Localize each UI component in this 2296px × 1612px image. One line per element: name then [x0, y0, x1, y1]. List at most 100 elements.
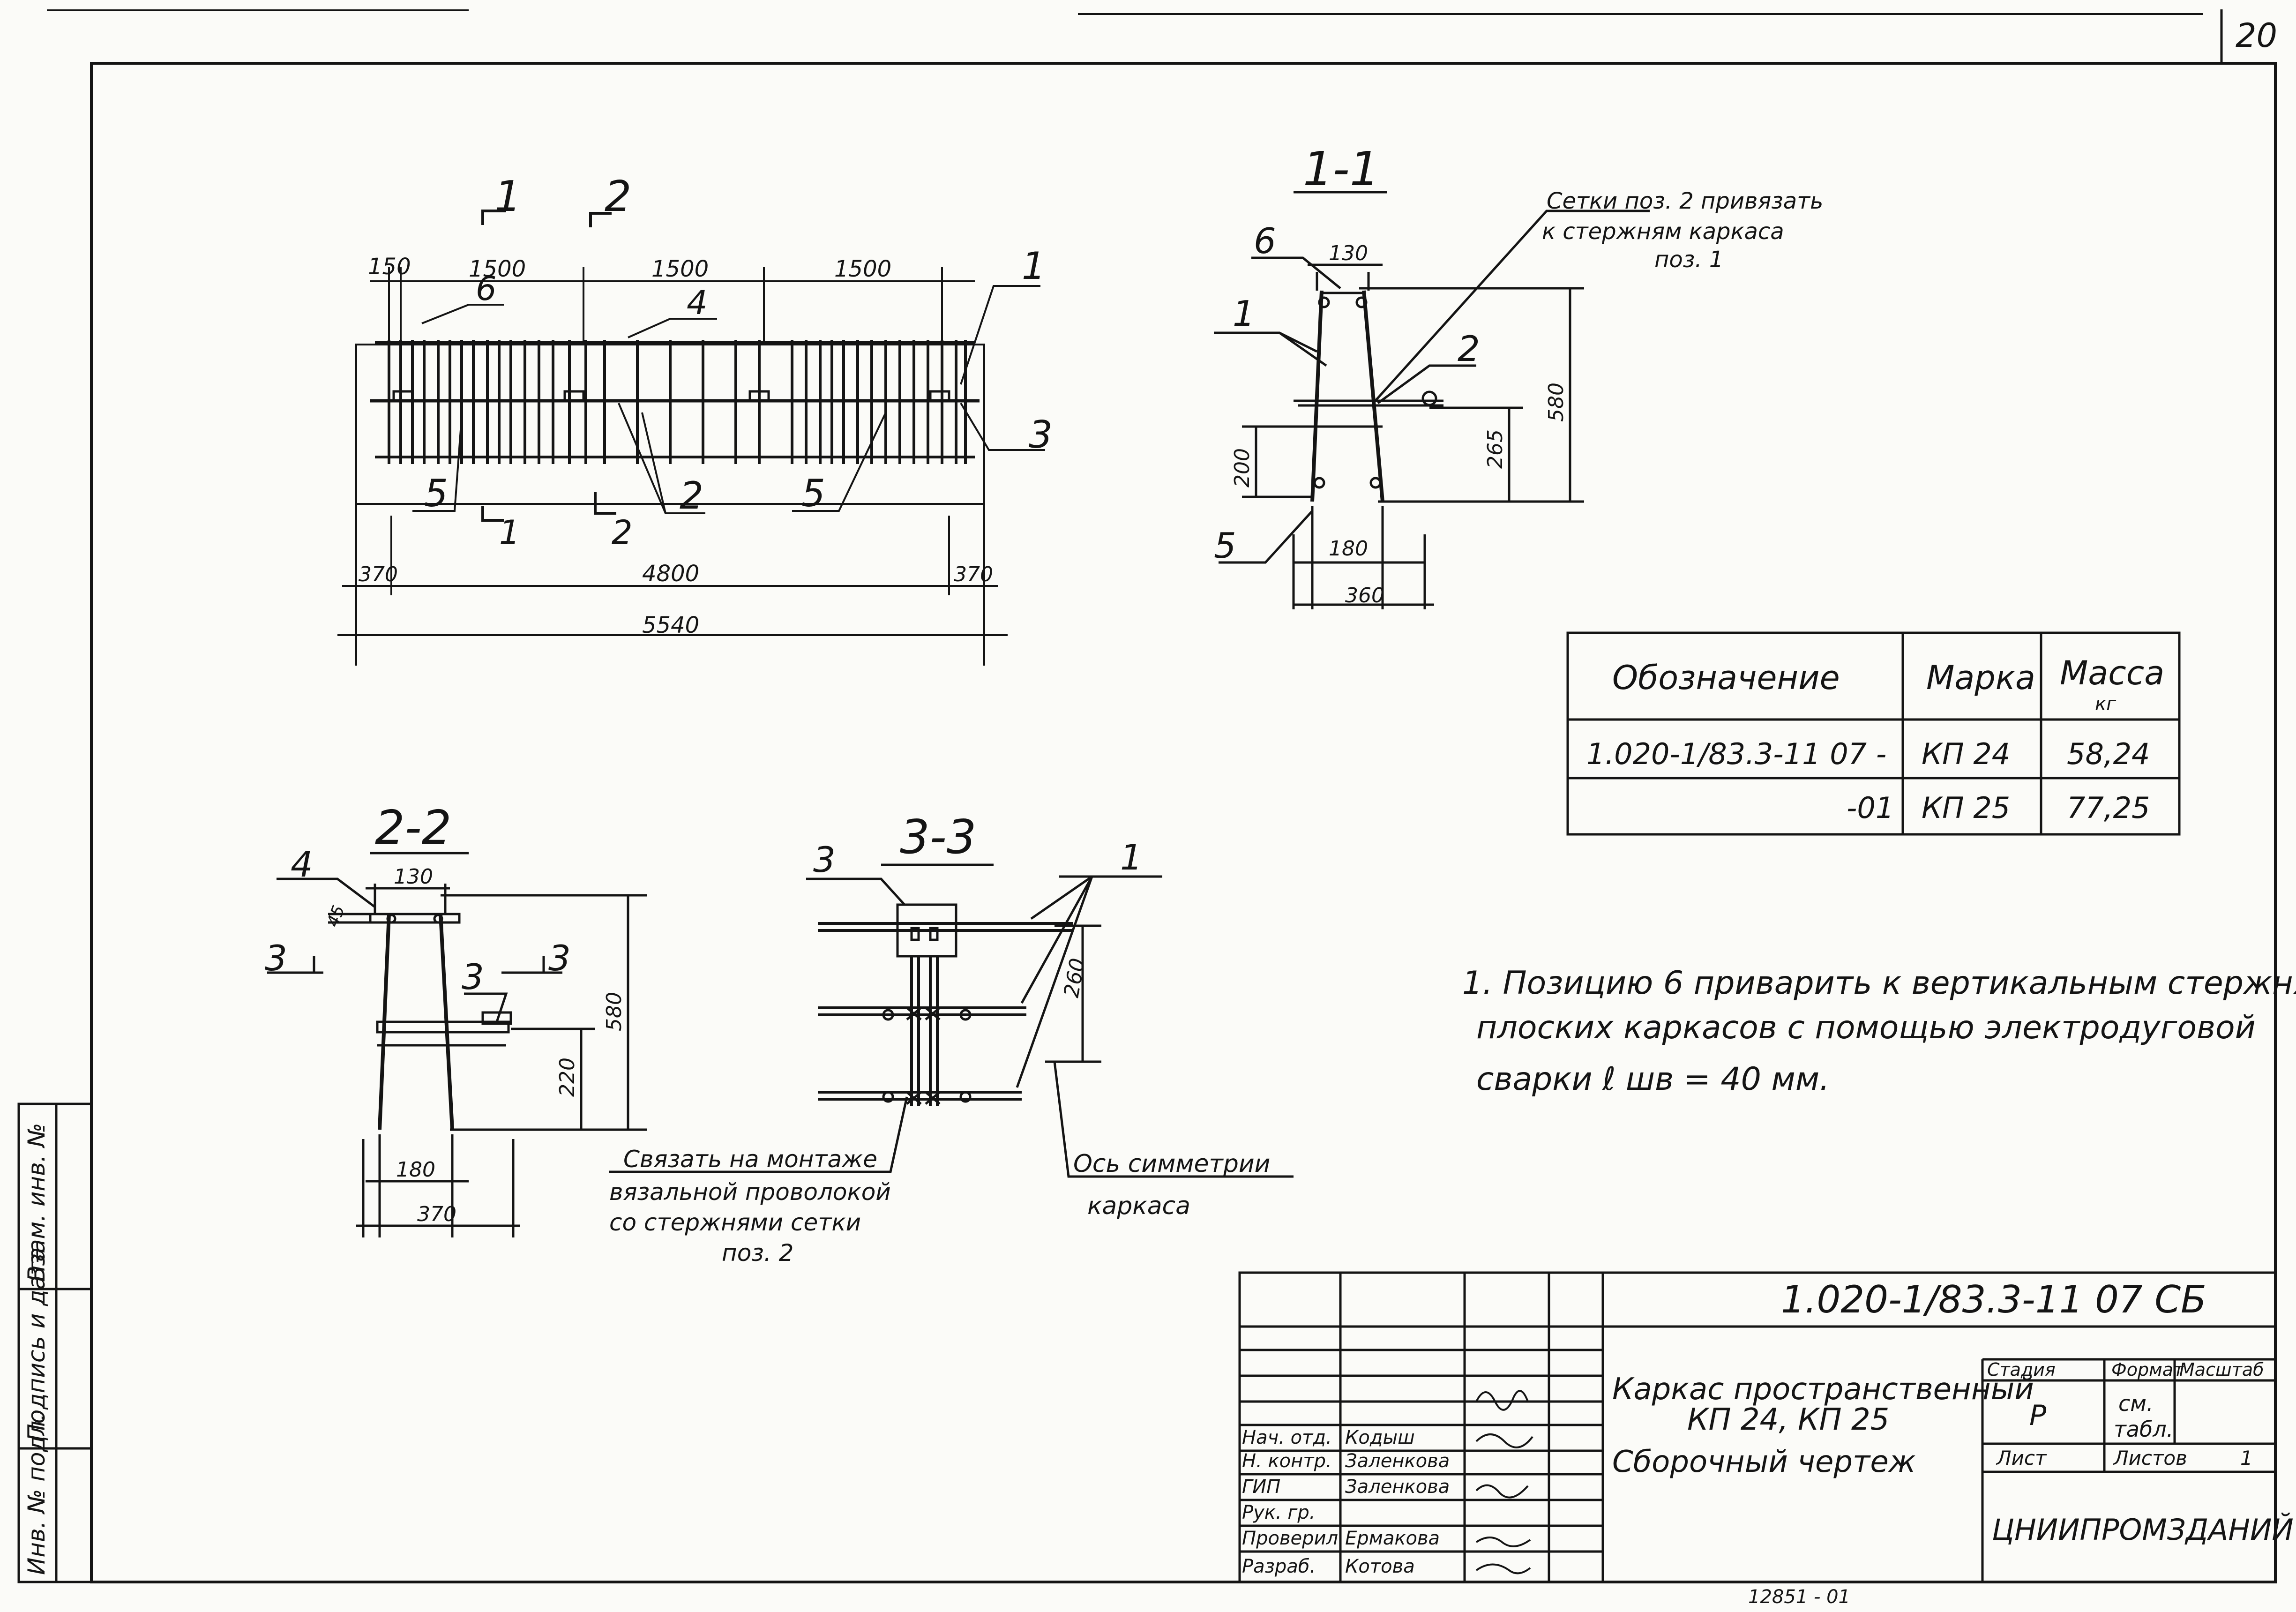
drawing-frame — [90, 62, 2277, 1583]
dim-1500-b: 1500 — [651, 256, 709, 282]
sec33-dim-260: 260 — [1060, 956, 1090, 999]
title-line2: КП 24, КП 25 — [1687, 1402, 1889, 1437]
spec-row2-mark: КП 25 — [1922, 791, 2010, 825]
sec11-pos-1: 1 — [1233, 293, 1255, 334]
spec-row2-designation: -01 — [1847, 791, 1894, 825]
sec22-pos-4: 4 — [291, 844, 313, 885]
sheets-count: 1 — [2240, 1447, 2253, 1470]
section-2-2: 2-2 — [265, 800, 647, 1237]
sec11-dim-580: 580 — [1544, 382, 1568, 422]
stamp-inv-original: Инв. № подл. — [23, 1413, 50, 1575]
sec22-dim-370: 370 — [417, 1202, 456, 1226]
sec11-callout-line3: поз. 1 — [1654, 247, 1723, 273]
dim-1500-a: 1500 — [469, 256, 526, 282]
section-1-1: 1-1 — [1214, 142, 1823, 609]
note-line3: сварки ℓ шв = 40 мм. — [1476, 1061, 1830, 1098]
dim-1500-c: 1500 — [834, 256, 891, 282]
spec-header-kg: кг — [2095, 693, 2117, 715]
signature-scribbles — [1475, 1390, 1533, 1575]
sec11-pos-5: 5 — [1214, 525, 1236, 566]
pos-4: 4 — [687, 284, 708, 322]
title-line1: Каркас пространственный — [1612, 1372, 2034, 1407]
section-mark-1-top: 1 — [494, 172, 521, 221]
stamp-replacement-inv: Взам. инв. № — [23, 1123, 50, 1282]
sheet-label: Лист — [1996, 1447, 2047, 1470]
sec33-pos-3: 3 — [813, 839, 836, 880]
pos-6: 6 — [476, 270, 497, 308]
sec33-tie-line1: Связать на монтаже — [623, 1146, 877, 1173]
pos-2: 2 — [680, 474, 703, 517]
format-header: Формат — [2111, 1359, 2184, 1380]
dim-370-left: 370 — [359, 562, 398, 586]
sig-name-3: Заленкова — [1345, 1476, 1450, 1498]
spec-table: Обозначение Марка Масса кг 1.020-1/83.3-… — [1566, 631, 2181, 836]
bottom-code-fragment: 12851 - 01 — [1748, 1586, 1850, 1608]
sec22-dim-220: 220 — [555, 1057, 579, 1097]
sec33-pos-1: 1 — [1120, 837, 1143, 878]
main-view-leaders — [412, 285, 1045, 514]
title-line3: Сборочный чертеж — [1612, 1445, 1916, 1479]
sec33-tie-line2: вязальной проволокой — [609, 1178, 891, 1206]
sig-name-6: Котова — [1345, 1556, 1415, 1577]
main-view-dimension-lines — [337, 267, 1008, 666]
sec22-pos-3-bar: 3 — [462, 956, 484, 997]
sec33-axis-line2: каркаса — [1087, 1192, 1190, 1220]
sec11-pos-2: 2 — [1458, 328, 1480, 369]
spec-header-designation: Обозначение — [1612, 659, 1840, 697]
sec33-tie-line4: поз. 2 — [722, 1239, 793, 1267]
sec11-dim-265: 265 — [1483, 429, 1507, 469]
section-3-3: 3-3 — [609, 810, 1294, 1267]
spec-row1-designation: 1.020-1/83.3-11 07 - — [1586, 737, 1886, 771]
pos-1: 1 — [1022, 244, 1046, 288]
sec22-pos-3-left: 3 — [265, 937, 287, 979]
sec11-callout-line1: Сетки поз. 2 привязать — [1547, 188, 1823, 214]
section-3-3-title: 3-3 — [900, 810, 976, 864]
sheet-number: 20 — [2236, 16, 2277, 55]
main-view-tie-plates — [392, 390, 950, 402]
note-line1: 1. Позицию 6 приварить к вертикальным ст… — [1462, 965, 2296, 1002]
dim-5540: 5540 — [642, 612, 699, 638]
sig-role-6: Разраб. — [1242, 1556, 1316, 1577]
sig-name-2: Заленкова — [1345, 1450, 1450, 1472]
pos-5-left: 5 — [424, 472, 448, 515]
spec-header-mark: Марка — [1926, 659, 2035, 697]
dim-4800: 4800 — [642, 561, 699, 587]
stamp-signature-date: Подпись и дата — [23, 1247, 50, 1441]
sec11-callout-line2: к стержням каркаса — [1542, 218, 1784, 245]
spec-row1-mark: КП 24 — [1922, 737, 2010, 771]
section-mark-1-bottom: 1 — [499, 513, 520, 552]
sheets-label: Листов — [2113, 1447, 2187, 1470]
sec22-dim-130: 130 — [394, 865, 433, 889]
sec22-dim-45: 45 — [323, 903, 349, 930]
sec33-axis-line1: Ось симметрии — [1073, 1150, 1270, 1178]
stage-value: Р — [2029, 1399, 2047, 1432]
sec11-dim-200: 200 — [1230, 448, 1254, 487]
signature-rows: Нач. отд. Кодыш Н. контр. Заленкова ГИП … — [1242, 1427, 1450, 1577]
sig-role-3: ГИП — [1242, 1476, 1280, 1498]
sig-name-5: Ермакова — [1345, 1528, 1440, 1549]
sheet-number-box: 20 — [2220, 9, 2277, 63]
sig-role-5: Проверил — [1242, 1528, 1338, 1549]
sec11-pos-6: 6 — [1254, 220, 1276, 262]
section-2-2-title: 2-2 — [375, 800, 451, 855]
sec33-tie-line3: со стержнями сетки — [609, 1209, 861, 1236]
title-drawing-code: 1.020-1/83.3-11 07 СБ — [1781, 1278, 2206, 1321]
title-block: 1.020-1/83.3-11 07 СБ Каркас пространств… — [1238, 1271, 2294, 1608]
pos-5-right: 5 — [801, 472, 825, 515]
sec22-dim-180: 180 — [396, 1158, 435, 1182]
sig-name-1: Кодыш — [1345, 1427, 1415, 1448]
spec-row2-mass: 77,25 — [2067, 791, 2150, 825]
main-view-longitudinal-bars — [370, 341, 980, 458]
note-line2: плоских каркасов с помощью электродугово… — [1476, 1009, 2256, 1046]
spec-row1-mass: 58,24 — [2067, 737, 2150, 771]
sig-role-4: Рук. гр. — [1242, 1502, 1316, 1523]
sig-role-2: Н. контр. — [1242, 1450, 1332, 1472]
scale-header: Масштаб — [2179, 1359, 2264, 1380]
section-1-1-title: 1-1 — [1303, 142, 1379, 196]
general-note: 1. Позицию 6 приварить к вертикальным ст… — [1462, 965, 2296, 1098]
pos-3: 3 — [1029, 413, 1053, 457]
sec33-plate — [896, 903, 957, 958]
sec22-pos-3-right: 3 — [548, 937, 571, 979]
spec-header-mass: Масса — [2060, 654, 2164, 692]
